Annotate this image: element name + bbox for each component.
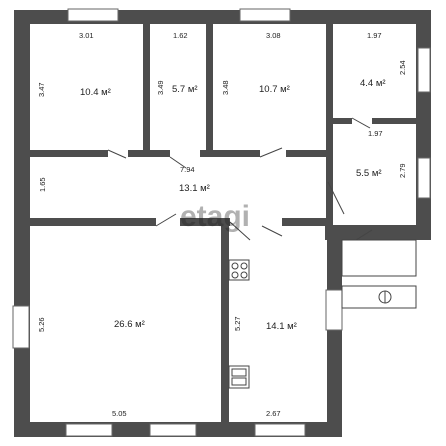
dim-width: 3.01	[79, 31, 94, 40]
dim-width: 3.08	[266, 31, 281, 40]
door	[107, 149, 127, 159]
wall-h-right	[330, 118, 352, 124]
window	[149, 423, 197, 437]
door	[355, 229, 373, 241]
dim-height: 3.47	[37, 82, 46, 97]
wall-h-top-4	[286, 150, 330, 157]
window	[325, 289, 343, 331]
window	[67, 8, 119, 22]
stove-icon	[228, 259, 250, 281]
wall-right-upper	[416, 10, 431, 240]
wall-vestibule	[326, 150, 333, 180]
dim-height: 3.49	[156, 80, 165, 95]
windows	[12, 8, 431, 437]
wall-living-kitchen	[221, 222, 229, 422]
porch	[341, 239, 417, 309]
doors	[107, 117, 373, 241]
door	[229, 221, 251, 241]
dim-height: 2.79	[398, 163, 407, 178]
room-area-label: 26.6 м²	[114, 319, 145, 330]
wall-h-mid-3	[282, 218, 330, 226]
wall-int-1	[143, 20, 150, 154]
dim-height: 1.65	[38, 177, 47, 192]
window	[12, 305, 30, 349]
wall-h-mid	[28, 218, 156, 226]
room-area-label: 10.7 м²	[259, 84, 290, 95]
room-area-label: 5.5 м²	[356, 168, 382, 179]
window	[65, 423, 113, 437]
window	[417, 47, 431, 93]
window	[417, 157, 431, 199]
room-area-label: 10.4 м²	[80, 87, 111, 98]
wall-h-top-3	[200, 150, 260, 157]
door	[261, 225, 283, 237]
wall-h-top	[28, 150, 108, 157]
room-labels: 10.4 м² 5.7 м² 10.7 м² 4.4 м² 5.5 м² 13.…	[80, 78, 386, 332]
room-area-label: 5.7 м²	[172, 84, 198, 95]
wall-int-2	[206, 20, 213, 154]
dim-width: 1.62	[173, 31, 188, 40]
wall-int-3	[326, 20, 333, 225]
wall-notch-top	[325, 225, 431, 240]
room-area-label: 13.1 м²	[179, 183, 210, 194]
window	[254, 423, 306, 437]
door	[169, 156, 187, 169]
wall-h-mid-2	[180, 218, 230, 226]
dim-height: 5.26	[37, 317, 46, 332]
sink-icon	[228, 365, 250, 389]
dim-width: 5.05	[112, 409, 127, 418]
dim-width: 7.94	[180, 165, 195, 174]
dimension-labels: 3.01 3.47 1.62 3.49 3.08 3.48 1.97 2.54 …	[37, 31, 407, 418]
wall-right-lower	[327, 225, 342, 437]
dim-height: 2.54	[398, 60, 407, 75]
door	[259, 147, 283, 158]
porch-steps	[341, 285, 417, 309]
dim-height: 3.48	[221, 80, 230, 95]
watermark: etagi	[180, 200, 250, 233]
dim-height: 5.27	[233, 316, 242, 331]
wall-h-right-2	[372, 118, 420, 124]
porch-outline	[341, 239, 417, 277]
room-area-label: 4.4 м²	[360, 78, 386, 89]
dim-width: 1.97	[367, 31, 382, 40]
dim-width: 1.97	[368, 129, 383, 138]
door	[155, 213, 177, 227]
wall-left	[14, 10, 30, 437]
window	[239, 8, 291, 22]
door	[327, 181, 345, 215]
wall-h-top-2	[128, 150, 170, 157]
door	[351, 117, 371, 129]
room-area-label: 14.1 м²	[266, 321, 297, 332]
dim-width: 2.67	[266, 409, 281, 418]
